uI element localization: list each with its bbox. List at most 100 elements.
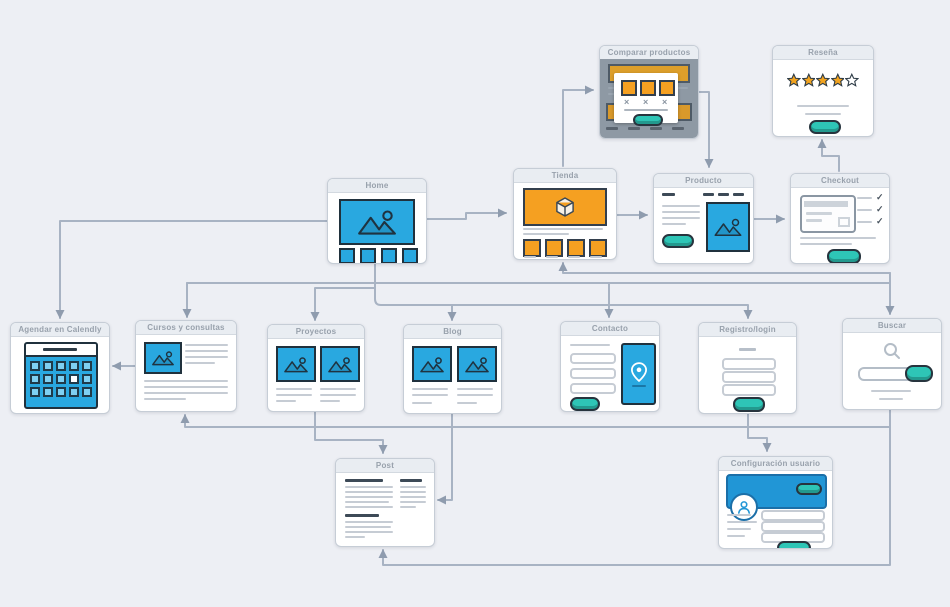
close-icon: ×: [643, 97, 649, 107]
product-tile: [589, 239, 607, 257]
card-title: Checkout: [791, 174, 889, 188]
card-body-agendar: [11, 336, 109, 413]
map-caption: [631, 384, 646, 387]
card-line: [806, 219, 822, 222]
calendar-day: [56, 387, 66, 397]
card-registro-login[interactable]: Registro/login: [698, 322, 797, 414]
logo-dash: [662, 193, 675, 196]
form-label-line: [570, 344, 610, 346]
card-body-config: [719, 470, 832, 548]
blog-image-placeholder: [457, 346, 497, 382]
review-line: [797, 105, 849, 107]
muted-dash: [628, 127, 640, 130]
modal-line: [624, 109, 668, 111]
text-line: [185, 362, 215, 364]
card-blog[interactable]: Blog: [403, 324, 502, 414]
settings-input: [761, 510, 825, 521]
edge-tienda-comparar: [562, 85, 594, 167]
calendar-day-selected[interactable]: [69, 374, 79, 384]
card-post[interactable]: Post: [335, 458, 435, 547]
product-thumb: [621, 80, 637, 96]
form-input: [570, 383, 616, 394]
nav-dash: [718, 193, 729, 196]
card-tienda[interactable]: Tienda: [513, 168, 617, 260]
pay-button: [827, 249, 861, 263]
card-body-resena: [773, 59, 873, 136]
text-line: [662, 205, 700, 207]
text-line: [144, 392, 228, 394]
close-icon: ×: [624, 97, 630, 107]
star-filled-icon: [787, 73, 801, 87]
nav-dash: [703, 193, 714, 196]
text-line: [185, 350, 228, 352]
card-home[interactable]: Home: [327, 178, 427, 264]
product-thumb: [640, 80, 656, 96]
checklist-line: [857, 197, 872, 199]
star-filled-icon: [816, 73, 830, 87]
edge-buscar-tienda: [558, 262, 891, 274]
result-line: [879, 398, 903, 400]
checklist-line: [857, 209, 872, 211]
card-body-cursos: [136, 334, 236, 411]
card-agendar-calendly[interactable]: Agendar en Calendly: [10, 322, 110, 414]
card-body-registro: [699, 336, 796, 413]
text-line: [345, 486, 393, 488]
form-title-dash: [739, 348, 756, 351]
calendar-grid: [30, 361, 92, 397]
login-input: [722, 371, 776, 383]
review-button: [809, 120, 841, 134]
card-title: Comparar productos: [600, 46, 698, 60]
muted-line: [674, 87, 688, 89]
text-line: [662, 211, 700, 213]
star-filled-icon: [801, 73, 816, 87]
card-body-tienda: [514, 182, 616, 259]
calendar-day: [69, 361, 79, 371]
text-line: [345, 536, 365, 538]
card-checkout[interactable]: Checkout ✓ ✓ ✓: [790, 173, 890, 264]
card-comparar-productos[interactable]: Comparar productos × × ×: [599, 45, 699, 139]
calendar-day: [56, 374, 66, 384]
text-line: [400, 496, 426, 498]
card-cursos-consultas[interactable]: Cursos y consultas: [135, 320, 237, 412]
card-body-contacto: [561, 335, 659, 411]
card-contacto[interactable]: Contacto: [560, 321, 660, 412]
calendar-icon: [24, 342, 98, 409]
edit-profile-button: [796, 483, 822, 495]
card-configuracion-usuario[interactable]: Configuración usuario: [718, 456, 833, 549]
field-label-line: [727, 521, 757, 523]
image-icon: [420, 356, 444, 372]
text-line: [345, 506, 393, 508]
text-line: [662, 217, 700, 219]
product-tile: [545, 239, 563, 257]
edge-home-agendar: [55, 220, 328, 319]
calendar-day: [30, 361, 40, 371]
user-icon: [738, 501, 750, 514]
card-title: Tienda: [514, 169, 616, 183]
calendar-title-dash: [43, 348, 77, 351]
heading-line: [400, 479, 422, 482]
check-icon: ✓: [876, 216, 884, 226]
save-settings-button: [777, 541, 811, 548]
card-title: Reseña: [773, 46, 873, 60]
card-proyectos[interactable]: Proyectos: [267, 324, 365, 412]
text-line: [400, 501, 426, 503]
text-line: [345, 531, 393, 533]
modal-dialog[interactable]: × × ×: [614, 73, 678, 126]
card-producto[interactable]: Producto: [653, 173, 754, 264]
search-button[interactable]: [905, 365, 933, 382]
card-buscar[interactable]: Buscar: [842, 318, 942, 410]
text-line: [144, 380, 228, 382]
card-title: Home: [328, 179, 426, 193]
form-input: [570, 353, 616, 364]
avatar: [730, 493, 758, 521]
text-line: [412, 402, 432, 404]
edge-comparar-producto: [696, 91, 714, 168]
card-resena[interactable]: Reseña: [772, 45, 874, 137]
checklist-line: [857, 221, 872, 223]
check-icon: ✓: [876, 192, 884, 202]
text-line: [276, 394, 312, 396]
summary-line: [800, 237, 876, 239]
edge-proyectos-post: [314, 409, 388, 454]
card-title: Producto: [654, 174, 753, 188]
muted-dash: [606, 127, 618, 130]
